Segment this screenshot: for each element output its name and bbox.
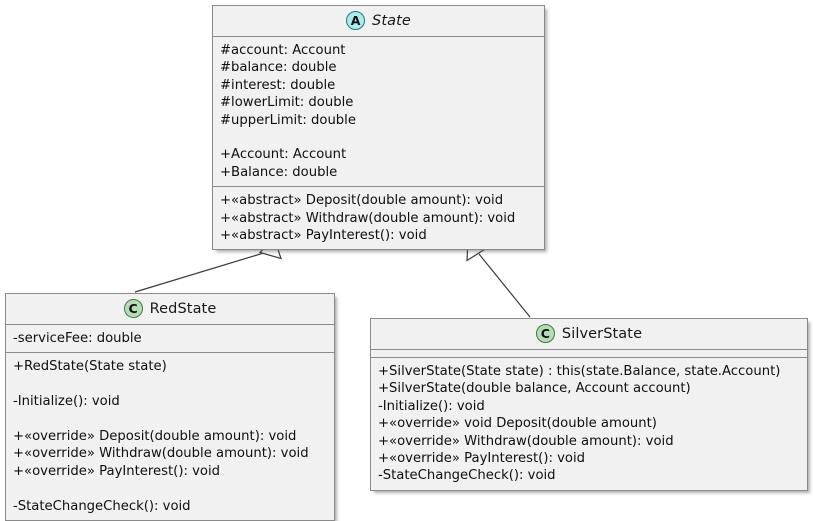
attribute-row: #account: Account bbox=[220, 43, 346, 58]
class-box-redstate[interactable]: C RedState -serviceFee: double +RedState… bbox=[5, 293, 335, 521]
attribute-row: -serviceFee: double bbox=[13, 331, 142, 346]
method-row: +«override» Withdraw(double amount): voi… bbox=[13, 446, 309, 462]
attributes-compartment-silverstate bbox=[371, 350, 807, 358]
method-row: -Initialize(): void bbox=[13, 394, 120, 410]
method-row: +«abstract» PayInterest(): void bbox=[220, 228, 427, 244]
method-row-spacer bbox=[13, 376, 328, 393]
method-row: +«override» PayInterest(): void bbox=[13, 463, 221, 479]
class-box-silverstate[interactable]: C SilverState +SilverState(State state) … bbox=[370, 318, 808, 491]
method-row: +«override» Deposit(double amount): void bbox=[13, 429, 297, 444]
method-row: -StateChangeCheck(): void bbox=[378, 468, 556, 484]
method-row: +SilverState(double balance, Account acc… bbox=[378, 381, 691, 397]
generalization-line bbox=[478, 253, 531, 318]
attribute-row-spacer bbox=[220, 129, 538, 146]
attribute-row: +Balance: double bbox=[220, 164, 338, 180]
class-header-state: A State bbox=[213, 6, 544, 37]
method-row: -StateChangeCheck(): void bbox=[13, 498, 191, 514]
methods-compartment-state: +«abstract» Deposit(double amount): void… bbox=[213, 187, 544, 250]
class-name-state: State bbox=[372, 12, 411, 29]
class-box-state[interactable]: A State #account: Account #balance: doub… bbox=[212, 5, 545, 251]
attribute-row: +Account: Account bbox=[220, 147, 347, 163]
method-row: +«override» PayInterest(): void bbox=[378, 451, 586, 467]
class-icon: C bbox=[535, 324, 555, 343]
method-row-spacer bbox=[13, 480, 328, 497]
method-row: +SilverState(State state) : this(state.B… bbox=[378, 364, 781, 379]
uml-class-diagram: A State #account: Account #balance: doub… bbox=[5, 5, 808, 521]
method-row: +RedState(State state) bbox=[13, 359, 167, 375]
methods-compartment-redstate: +RedState(State state) -Initialize(): vo… bbox=[6, 353, 334, 521]
attribute-row: #balance: double bbox=[220, 60, 337, 76]
class-name-silverstate: SilverState bbox=[561, 325, 643, 342]
attributes-compartment-redstate: -serviceFee: double bbox=[6, 325, 334, 354]
class-header-silverstate: C SilverState bbox=[371, 319, 807, 350]
method-row: +«override» void Deposit(double amount) bbox=[378, 416, 657, 432]
attributes-compartment-state: #account: Account #balance: double #inte… bbox=[213, 37, 544, 188]
method-row-spacer bbox=[13, 411, 328, 428]
attribute-row: #upperLimit: double bbox=[220, 112, 356, 128]
method-row: -Initialize(): void bbox=[378, 398, 485, 414]
attribute-row: #interest: double bbox=[220, 77, 336, 93]
method-row: +«abstract» Deposit(double amount): void bbox=[220, 193, 504, 209]
class-icon: C bbox=[123, 299, 143, 318]
methods-compartment-silverstate: +SilverState(State state) : this(state.B… bbox=[371, 358, 807, 490]
attribute-row: #lowerLimit: double bbox=[220, 95, 354, 111]
method-row: +«override» Withdraw(double amount): voi… bbox=[378, 433, 674, 449]
generalization-line bbox=[134, 251, 268, 293]
abstract-class-icon: A bbox=[346, 11, 366, 30]
class-header-redstate: C RedState bbox=[6, 294, 334, 325]
method-row: +«abstract» Withdraw(double amount): voi… bbox=[220, 210, 516, 226]
class-name-redstate: RedState bbox=[149, 300, 217, 317]
